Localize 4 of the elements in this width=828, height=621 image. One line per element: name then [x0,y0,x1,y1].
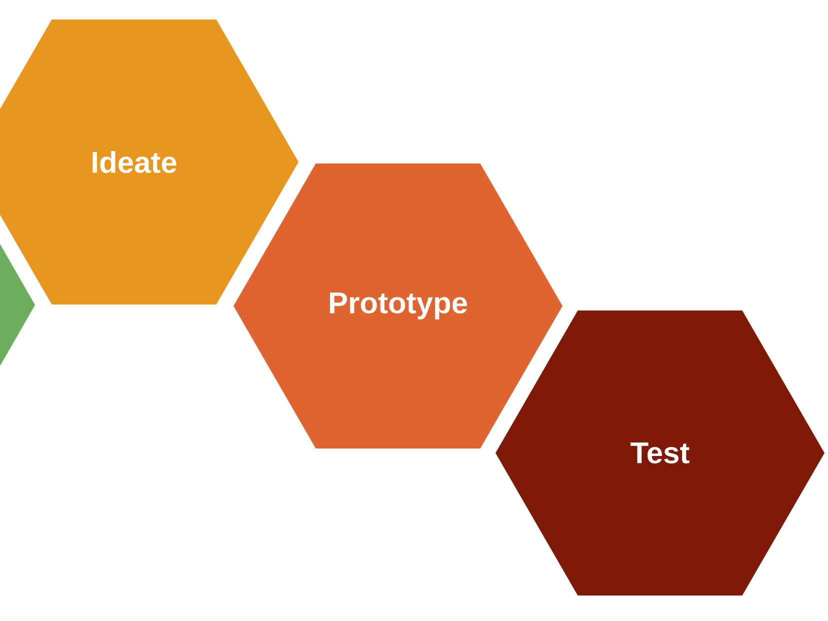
hexagon-box: Ideate [0,20,298,304]
hexagon-box: Test [496,310,824,596]
hexagon-box: Prototype [234,164,562,448]
hexagon [0,244,35,366]
